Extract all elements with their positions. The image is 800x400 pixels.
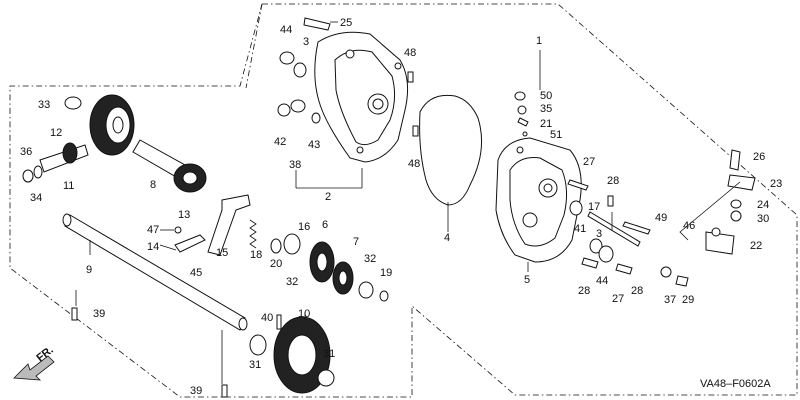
callout-32: 32: [286, 276, 298, 288]
callout-20: 20: [270, 258, 282, 270]
callout-32: 32: [364, 253, 376, 265]
callout-27: 27: [612, 293, 624, 305]
callout-10: 10: [298, 308, 310, 320]
callout-14: 14: [147, 241, 159, 253]
callout-49: 49: [655, 212, 667, 224]
callout-48: 48: [404, 47, 416, 59]
callout-11: 11: [63, 180, 74, 192]
callout-31: 31: [249, 359, 261, 371]
callout-2: 2: [325, 191, 331, 203]
callout-43: 43: [308, 139, 320, 151]
callout-31: 31: [323, 348, 335, 360]
callout-39: 39: [190, 385, 202, 397]
callout-25: 25: [340, 17, 352, 29]
bevel-gear: [89, 94, 135, 156]
callouts: 1 2 3 3 4 5 6 7 8 9 10 11 12 13 14 15 16…: [20, 17, 782, 397]
cover-hardware: [277, 17, 419, 137]
callout-8: 8: [150, 179, 156, 191]
gasket: [419, 94, 483, 206]
callout-30: 30: [757, 213, 769, 225]
callout-35: 35: [540, 103, 552, 115]
callout-5: 5: [524, 274, 530, 286]
main-shaft: [62, 213, 248, 331]
pin: [71, 307, 78, 321]
transmission-case-right: [495, 137, 582, 263]
pin: [221, 384, 228, 398]
transmission-cover-left: [314, 31, 409, 163]
callout-48: 48: [408, 158, 420, 170]
callout-15: 15: [216, 247, 228, 259]
case-hardware: [514, 91, 689, 287]
callout-12: 12: [50, 127, 62, 139]
callout-24: 24: [757, 199, 769, 211]
callout-3: 3: [303, 36, 309, 48]
figure-reference-code: VA48–F0602A: [700, 378, 771, 390]
callout-19: 19: [380, 267, 392, 279]
assembly-boundary-1: [9, 3, 798, 398]
pinion-shaft: [22, 142, 89, 183]
shift-bracket: [679, 149, 756, 255]
final-gear: [249, 314, 335, 394]
callout-28: 28: [578, 285, 590, 297]
callout-27: 27: [583, 156, 595, 168]
callout-46: 46: [683, 220, 695, 232]
washer: [64, 96, 82, 110]
callout-51: 51: [550, 129, 562, 141]
gear-stack: [270, 233, 389, 302]
callout-37: 37: [664, 294, 676, 306]
callout-47: 47: [147, 224, 159, 236]
assembly-boundary-2: [245, 3, 263, 89]
callout-17: 17: [588, 201, 600, 213]
callout-34: 34: [30, 192, 42, 204]
callout-29: 29: [682, 294, 694, 306]
callout-33: 33: [38, 99, 50, 111]
callout-13: 13: [178, 209, 190, 221]
callout-44: 44: [280, 24, 292, 36]
callout-39: 39: [93, 308, 105, 320]
callout-7: 7: [353, 236, 359, 248]
callout-28: 28: [631, 285, 643, 297]
worm-shaft: [132, 139, 207, 193]
callout-26: 26: [753, 151, 765, 163]
callout-6: 6: [322, 219, 328, 231]
callout-44: 44: [596, 275, 608, 287]
callout-9: 9: [86, 264, 92, 276]
callout-41: 41: [574, 223, 586, 235]
callout-1: 1: [536, 35, 542, 47]
callout-23: 23: [770, 178, 782, 190]
callout-50: 50: [540, 90, 552, 102]
callout-21: 21: [540, 118, 552, 130]
callout-18: 18: [250, 249, 262, 261]
callout-36: 36: [20, 146, 32, 158]
callout-22: 22: [750, 240, 762, 252]
callout-3: 3: [596, 228, 602, 240]
callout-4: 4: [444, 232, 450, 244]
callout-42: 42: [274, 136, 286, 148]
callout-38: 38: [289, 159, 301, 171]
callout-16: 16: [298, 221, 310, 233]
leader-lines: [75, 21, 613, 384]
callout-45: 45: [190, 267, 202, 279]
shifter-fork: [174, 194, 257, 256]
callout-40: 40: [261, 312, 273, 324]
front-direction-arrow: [13, 355, 55, 381]
callout-28: 28: [607, 175, 619, 187]
